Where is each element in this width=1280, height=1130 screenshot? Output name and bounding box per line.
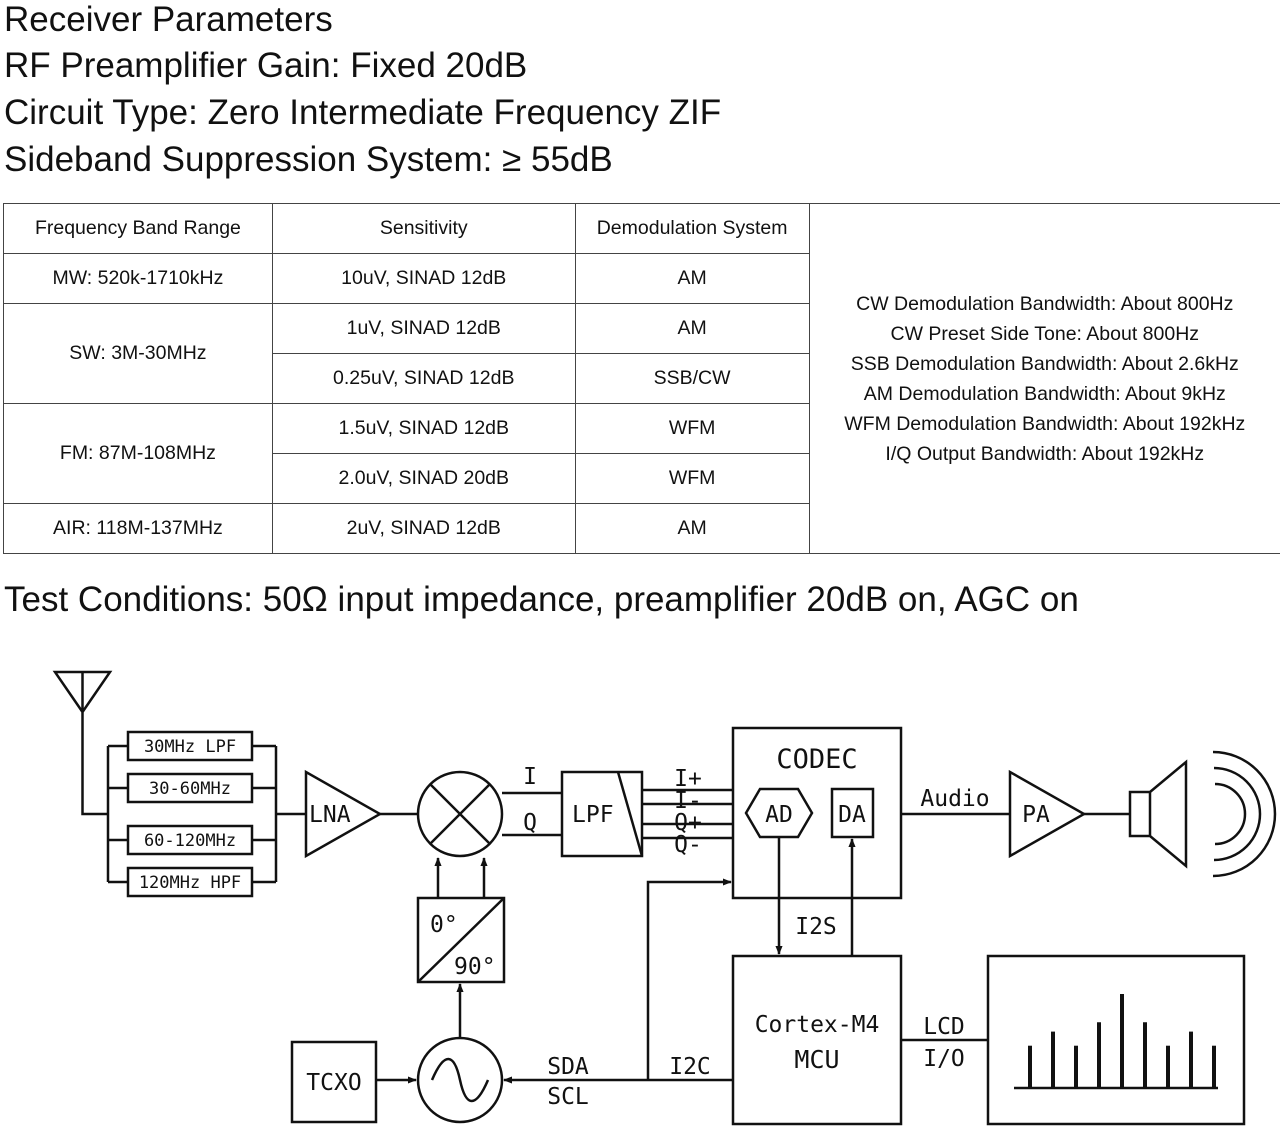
- bandwidth-notes: CW Demodulation Bandwidth: About 800Hz C…: [808, 203, 1280, 554]
- io-label: I/O: [923, 1046, 965, 1072]
- pa-triangle: [1008, 769, 1087, 859]
- sine-wave-icon: [430, 1058, 490, 1102]
- mcu-label-line1: Cortex-M4: [755, 1012, 880, 1038]
- filter-label-60-120mhz: 60-120MHz: [144, 831, 236, 851]
- da-label: DA: [838, 802, 866, 828]
- tcxo-box: [290, 1040, 378, 1124]
- filter-label-30mhz-lpf: 30MHz LPF: [144, 737, 236, 757]
- phase-90-label: 90°: [454, 954, 496, 980]
- note-cw-side-tone: CW Preset Side Tone: About 800Hz: [890, 322, 1200, 345]
- demod-cell: AM: [574, 503, 810, 554]
- lcd-display: [986, 954, 1246, 1126]
- i2c-label: I2C: [669, 1054, 711, 1080]
- i2s-label: I2S: [795, 914, 837, 940]
- pa-label: PA: [1022, 802, 1050, 828]
- demod-cell: AM: [574, 253, 810, 304]
- output-q-minus: Q-: [674, 832, 702, 858]
- iq-output-lines: [642, 788, 733, 840]
- note-ssb-bandwidth: SSB Demodulation Bandwidth: About 2.6kHz: [850, 352, 1239, 375]
- sensitivity-cell: 0.25uV, SINAD 12dB: [271, 353, 576, 404]
- sensitivity-cell: 10uV, SINAD 12dB: [271, 253, 576, 304]
- output-i-plus: I+: [674, 766, 702, 792]
- band-cell: AIR: 118M-137MHz: [3, 503, 273, 554]
- filter-label-120mhz-hpf: 120MHz HPF: [139, 873, 241, 893]
- filter-30mhz-lpf: [126, 730, 254, 762]
- table-row: 2.0uV, SINAD 20dB WFM: [4, 453, 1280, 504]
- phase-splitter-slash: [417, 897, 505, 983]
- lna-triangle: [304, 769, 383, 859]
- band-cell: FM: 87M-108MHz: [3, 403, 273, 504]
- audio-label: Audio: [920, 786, 989, 812]
- codec-label: CODEC: [776, 744, 857, 775]
- phase-splitter-box: [416, 896, 506, 984]
- scl-label: SCL: [547, 1084, 589, 1110]
- mcu-label-line2: MCU: [794, 1045, 839, 1074]
- note-wfm-bandwidth: WFM Demodulation Bandwidth: About 192kHz: [844, 412, 1246, 435]
- header-sensitivity: Sensitivity: [271, 203, 576, 254]
- filter-bank-wiring: [106, 744, 306, 884]
- demod-cell: AM: [574, 303, 810, 354]
- band-cell: SW: 3M-30MHz: [3, 303, 273, 404]
- antenna-icon: [52, 670, 113, 816]
- header-frequency-band: Frequency Band Range: [3, 203, 273, 254]
- heading-receiver-parameters: Receiver Parameters: [4, 0, 333, 39]
- sensitivity-cell: 2uV, SINAD 12dB: [271, 503, 576, 554]
- lpf-slash: [616, 771, 644, 857]
- test-conditions: Test Conditions: 50Ω input impedance, pr…: [4, 580, 1079, 619]
- sensitivity-cell: 1uV, SINAD 12dB: [271, 303, 576, 354]
- output-i-minus: I-: [674, 788, 702, 814]
- phase-0-label: 0°: [430, 912, 458, 938]
- lpf-box: [560, 770, 644, 858]
- lcd-label: LCD: [923, 1014, 965, 1040]
- table-row: SW: 3M-30MHz 1uV, SINAD 12dB AM: [3, 303, 1280, 404]
- tcxo-label: TCXO: [306, 1070, 361, 1096]
- heading-rf-gain: RF Preamplifier Gain: Fixed 20dB: [4, 46, 528, 85]
- header-demodulation: Demodulation System: [574, 203, 810, 254]
- lna-label: LNA: [309, 802, 351, 828]
- sda-label: SDA: [547, 1054, 589, 1080]
- da-shape: [830, 787, 875, 839]
- mcu-box: [731, 954, 903, 1126]
- heading-circuit-type: Circuit Type: Zero Intermediate Frequenc…: [4, 93, 722, 132]
- note-cw-bandwidth: CW Demodulation Bandwidth: About 800Hz: [856, 292, 1234, 315]
- note-iq-bandwidth: I/Q Output Bandwidth: About 192kHz: [885, 442, 1205, 465]
- ad-shape: [744, 787, 814, 839]
- filter-60-120mhz: [126, 824, 254, 856]
- lpf-label: LPF: [572, 802, 614, 828]
- demod-cell: SSB/CW: [574, 353, 810, 404]
- sound-waves-icon: [1212, 750, 1277, 878]
- sensitivity-cell: 2.0uV, SINAD 20dB: [271, 453, 576, 504]
- demod-cell: WFM: [574, 453, 810, 504]
- lcd-spectrum-bars: [1028, 994, 1216, 1088]
- ad-label: AD: [765, 802, 793, 828]
- speaker-icon: [1128, 759, 1188, 869]
- receiver-block-diagram: 30MHz LPF 30-60MHz 60-120MHz 120MHz HPF …: [52, 670, 1277, 1126]
- mixer-cross: [429, 783, 491, 845]
- table-row: 0.25uV, SINAD 12dB SSB/CW: [4, 353, 1280, 404]
- filter-120mhz-hpf: [126, 866, 254, 898]
- mixer-i-label: I: [523, 764, 537, 790]
- band-cell: MW: 520k-1710kHz: [3, 253, 273, 304]
- sensitivity-cell: 1.5uV, SINAD 12dB: [271, 403, 576, 454]
- heading-sideband-suppression: Sideband Suppression System: ≥ 55dB: [4, 140, 613, 179]
- filter-30-60mhz: [126, 772, 254, 804]
- mixer-q-label: Q: [523, 810, 537, 836]
- receiver-spec-table: Frequency Band Range Sensitivity Demodul…: [3, 203, 1280, 554]
- iq-lines: [502, 791, 562, 837]
- filter-label-30-60mhz: 30-60MHz: [149, 779, 231, 799]
- i2c-bus-to-codec: [646, 878, 732, 1080]
- mixer-circle: [416, 770, 504, 858]
- output-q-plus: Q+: [674, 810, 702, 836]
- table-row: FM: 87M-108MHz 1.5uV, SINAD 12dB WFM: [3, 403, 1280, 504]
- demod-cell: WFM: [574, 403, 810, 454]
- note-am-bandwidth: AM Demodulation Bandwidth: About 9kHz: [863, 382, 1226, 405]
- table-row: AIR: 118M-137MHz 2uV, SINAD 12dB AM: [3, 503, 1280, 554]
- table-row: MW: 520k-1710kHz 10uV, SINAD 12dB AM: [3, 253, 1280, 304]
